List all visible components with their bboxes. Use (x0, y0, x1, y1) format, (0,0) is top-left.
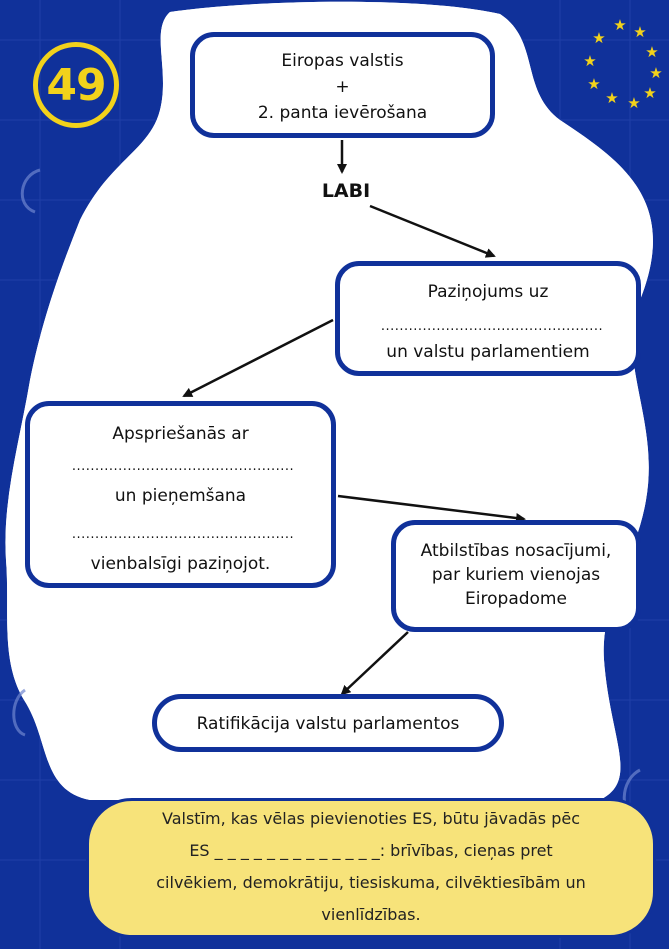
labi-label: LABI (321, 180, 371, 202)
box3-line3: vienbalsīgi paziņojot. (90, 554, 271, 574)
arrow-labi-box2 (369, 204, 496, 258)
svg-text:★: ★ (645, 43, 658, 61)
card-number: 49 (46, 59, 106, 111)
svg-text:★: ★ (633, 23, 646, 41)
flow-box-notification: Paziņojums uz ..........................… (335, 261, 641, 376)
flow-box-conditions: Atbilstības nosacījumi, par kuriem vieno… (391, 520, 641, 632)
note-line2: ES _ _ _ _ _ _ _ _ _ _ _ _ _: brīvības, … (189, 841, 553, 860)
svg-text:★: ★ (605, 89, 618, 107)
arrow-box4-box5 (340, 631, 409, 696)
flow-box-consultation: Apspriešanās ar ........................… (25, 401, 336, 588)
note-line1: Valstīm, kas vēlas pievienoties ES, būtu… (161, 809, 580, 828)
arrow-box2-box3 (182, 318, 334, 398)
arrow-box3-box4 (337, 494, 526, 523)
flow-box-eu-states: Eiropas valstis + 2. panta ievērošana (190, 32, 495, 138)
box2-line1: Paziņojums uz (427, 282, 549, 302)
note-line3: cilvēkiem, demokrātiju, tiesiskuma, cilv… (156, 873, 586, 892)
box3-blank2: ........................................… (71, 530, 295, 542)
box3-line2: un pieņemšana (114, 486, 247, 506)
box4-line2: par kuriem vienojas (431, 565, 601, 585)
box3-line1: Apspriešanās ar (112, 424, 249, 444)
box5-line1: Ratifikācija valstu parlamentos (196, 714, 460, 734)
box1-line1: Eiropas valstis (281, 51, 404, 71)
svg-text:★: ★ (613, 16, 626, 34)
box2-line3: un valstu parlamentiem (386, 342, 590, 362)
box1-line3: 2. panta ievērošana (257, 103, 428, 123)
note-line4: vienlīdzības. (321, 905, 421, 924)
svg-text:★: ★ (583, 52, 596, 70)
svg-text:★: ★ (592, 29, 605, 47)
flow-box-ratification: Ratifikācija valstu parlamentos (152, 694, 504, 752)
box4-line3: Eiropadome (465, 589, 567, 609)
eu-stars-icon: ★ ★ ★ ★ ★ ★ ★ ★ ★ ★ (583, 16, 662, 112)
svg-text:★: ★ (587, 75, 600, 93)
svg-text:★: ★ (627, 94, 640, 112)
box2-blank: ........................................… (380, 322, 604, 334)
svg-text:★: ★ (649, 64, 662, 82)
criteria-note: Valstīm, kas vēlas pievienoties ES, būtu… (86, 798, 656, 938)
card-number-badge: 49 (33, 42, 119, 128)
box4-line1: Atbilstības nosacījumi, (420, 541, 612, 561)
box1-line2: + (335, 77, 350, 97)
svg-text:★: ★ (643, 84, 656, 102)
box3-blank1: ........................................… (71, 462, 295, 474)
